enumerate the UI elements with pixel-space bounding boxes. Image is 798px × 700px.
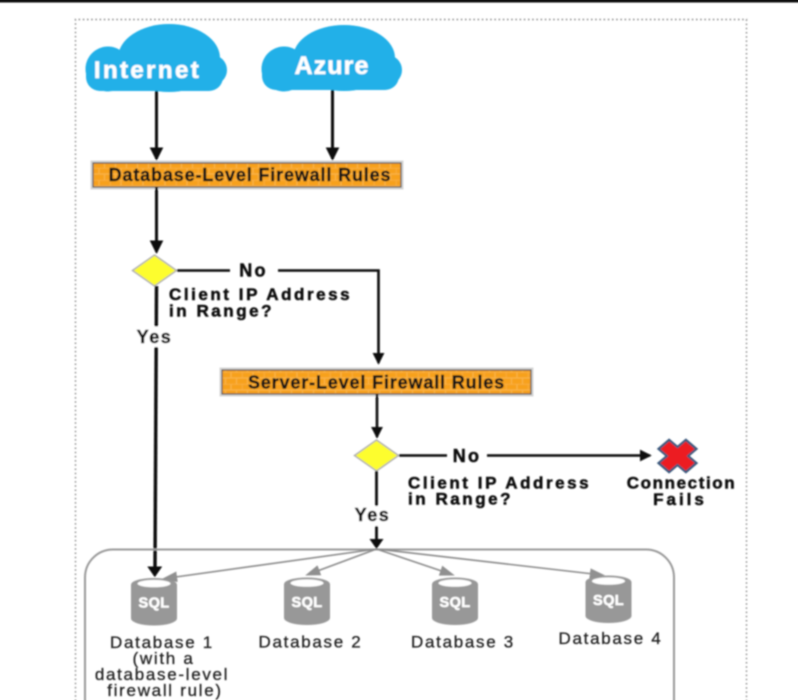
svg-text:Client IP Address: Client IP Address [169,285,352,304]
svg-text:No: No [453,446,481,466]
svg-text:database-level: database-level [95,665,229,684]
svg-text:Database-Level Firewall Rules: Database-Level Firewall Rules [109,165,392,185]
svg-text:in Range?: in Range? [169,302,274,321]
svg-text:Database 1: Database 1 [110,633,214,652]
svg-text:Database 2: Database 2 [259,633,363,652]
svg-text:Internet: Internet [94,57,201,84]
svg-text:Connection: Connection [627,474,737,493]
svg-text:SQL: SQL [593,593,624,609]
svg-text:SQL: SQL [439,595,470,611]
svg-text:Yes: Yes [355,505,391,525]
svg-text:No: No [239,261,267,281]
svg-text:SQL: SQL [291,595,322,611]
svg-text:Yes: Yes [137,327,173,347]
svg-text:Database 4: Database 4 [559,629,663,648]
svg-text:in Range?: in Range? [408,490,513,509]
svg-text:Database 3: Database 3 [411,633,515,652]
svg-text:Client IP Address: Client IP Address [408,474,591,493]
svg-text:Server-Level Firewall Rules: Server-Level Firewall Rules [248,373,505,393]
svg-text:(with a: (with a [133,649,195,668]
svg-text:SQL: SQL [138,596,169,612]
svg-text:Azure: Azure [295,52,370,80]
svg-text:Fails: Fails [653,490,707,509]
svg-text:firewall rule): firewall rule) [107,681,222,700]
